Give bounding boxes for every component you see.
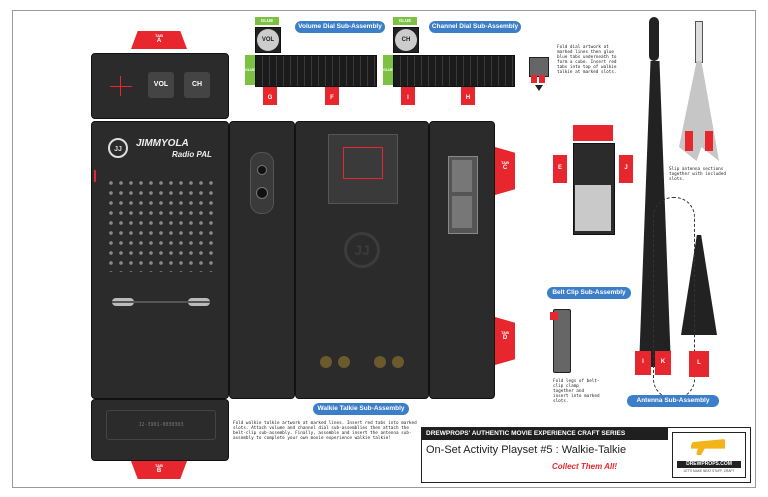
ch-glue-left: GLUE	[383, 55, 393, 85]
left-side-panel	[229, 121, 295, 399]
tab-a-letter: A	[156, 38, 162, 44]
footer-box: DREWPROPS' AUTHENTIC MOVIE EXPERIENCE CR…	[421, 427, 751, 483]
ch-dial-title: Channel Dial Sub-Assembly	[429, 21, 521, 33]
footer-logo-box: DREWPROPS.COM LET'S MAKE NEAT STUFF, CRA…	[672, 432, 746, 478]
tab-b: TAB B	[131, 461, 187, 479]
tab-i-letter: I	[407, 95, 409, 101]
battery-cover	[328, 134, 398, 204]
jack-panel	[250, 152, 274, 214]
antenna-instructions: Slip antenna sections together with incl…	[669, 167, 726, 182]
ch-glue-top: GLUE	[393, 17, 417, 25]
tab-k: K	[655, 351, 671, 375]
tab-l: L	[689, 351, 709, 377]
tab-h: H	[461, 87, 475, 105]
brand-model: Radio PAL	[172, 150, 212, 159]
tab-i: I	[401, 87, 415, 105]
back-panel: JJ	[295, 121, 429, 399]
back-logo-icon: JJ	[344, 232, 380, 268]
vol-dial-title: Volume Dial Sub-Assembly	[295, 21, 385, 33]
tab-d-letter: D	[502, 335, 508, 341]
belt-clip-grey	[575, 185, 611, 231]
front-top-panel: VOL CH	[91, 53, 229, 119]
footer-tagline: LET'S MAKE NEAT STUFF, CRAFT	[683, 469, 735, 473]
ch-dial-icon: CH	[395, 29, 417, 51]
tab-g: G	[263, 87, 277, 105]
tab-k-letter: K	[660, 359, 666, 365]
vol-button: VOL	[148, 72, 174, 98]
foot-3	[374, 356, 386, 368]
slot-bar	[112, 301, 210, 303]
walkie-sub-assembly-label: Walkie Talkie Sub-Assembly	[313, 403, 409, 415]
tab-f-letter: F	[330, 95, 334, 101]
jack-bottom-icon	[256, 187, 268, 199]
dial-instructions: Fold dial artwork at marked lines then g…	[557, 45, 617, 75]
tab-c: TAB C	[495, 147, 515, 195]
belt-clip-net: E J	[551, 121, 635, 281]
right-side-panel	[429, 121, 495, 399]
red-stripe-left	[94, 170, 96, 182]
vol-glue-top: GLUE	[255, 17, 279, 25]
foot-2	[338, 356, 350, 368]
tab-b-word: TAB	[155, 463, 163, 468]
foot-4	[392, 356, 404, 368]
tab-a: TAB A	[131, 31, 187, 49]
tab-e-letter: E	[557, 165, 562, 171]
tab-j-letter: J	[624, 165, 628, 171]
belt-clip-top	[573, 125, 613, 141]
vol-dial-strip	[255, 55, 377, 87]
crosshair-icon	[110, 76, 132, 96]
tab-f: F	[325, 87, 339, 105]
ch-dial-strip	[393, 55, 515, 87]
footer-series: DREWPROPS' AUTHENTIC MOVIE EXPERIENCE CR…	[422, 428, 668, 440]
tab-i-antenna: I	[635, 351, 651, 375]
tab-l-letter: L	[697, 360, 701, 366]
footer-logo-text: DREWPROPS.COM	[677, 461, 741, 468]
foot-1	[320, 356, 332, 368]
clip-mount-slot	[343, 147, 383, 179]
vol-glue-left: GLUE	[245, 55, 255, 85]
footer-title: On-Set Activity Playset #5 : Walkie-Talk…	[426, 444, 627, 456]
ch-dial-cap: CH	[393, 27, 419, 53]
tab-d: TAB D	[495, 317, 515, 365]
main-instructions: Fold walkie talkie artwork at marked lin…	[233, 421, 417, 441]
tab-e: E	[553, 155, 567, 183]
clip-clamp-icon	[550, 309, 571, 373]
tab-h-letter: H	[465, 95, 471, 101]
display-window	[448, 156, 478, 234]
vol-dial-icon: VOL	[257, 29, 279, 51]
tab-c-letter: C	[502, 165, 508, 171]
tab-j: J	[619, 155, 633, 183]
brand-logo-icon: JJ	[108, 138, 128, 158]
speaker-grille	[106, 178, 214, 272]
front-bottom-panel: J2-3901-0030303	[91, 399, 229, 461]
tab-d-word: TAB	[501, 330, 509, 335]
antenna-base-piece	[681, 235, 717, 365]
brand-name: JIMMYOLA	[136, 138, 189, 149]
tab-c-word: TAB	[501, 160, 509, 165]
front-face-panel: JJ JIMMYOLA Radio PAL	[91, 121, 229, 399]
tab-i-antenna-letter: I	[642, 359, 644, 365]
craft-sheet: TAB A VOL CH JJ JIMMYOLA Radio PAL J2-39…	[12, 10, 756, 488]
tab-g-letter: G	[267, 95, 273, 101]
footer-collect: Collect Them All!	[552, 462, 618, 471]
serial-plate: J2-3901-0030303	[106, 410, 216, 440]
ch-button: CH	[184, 72, 210, 98]
antenna-wing-piece	[679, 21, 719, 161]
vol-dial-cap: VOL	[255, 27, 281, 53]
belt-clip-label: Belt Clip Sub-Assembly	[547, 287, 631, 299]
clip-instructions: Fold legs of belt-clip clamp together an…	[553, 379, 600, 404]
tab-b-letter: B	[156, 468, 162, 474]
cube-diagram-icon	[525, 57, 551, 91]
antenna-label: Antenna Sub-Assembly	[627, 395, 719, 407]
jack-top-icon	[257, 165, 267, 175]
ray-gun-icon	[691, 439, 725, 455]
tab-a-word: TAB	[155, 33, 163, 38]
